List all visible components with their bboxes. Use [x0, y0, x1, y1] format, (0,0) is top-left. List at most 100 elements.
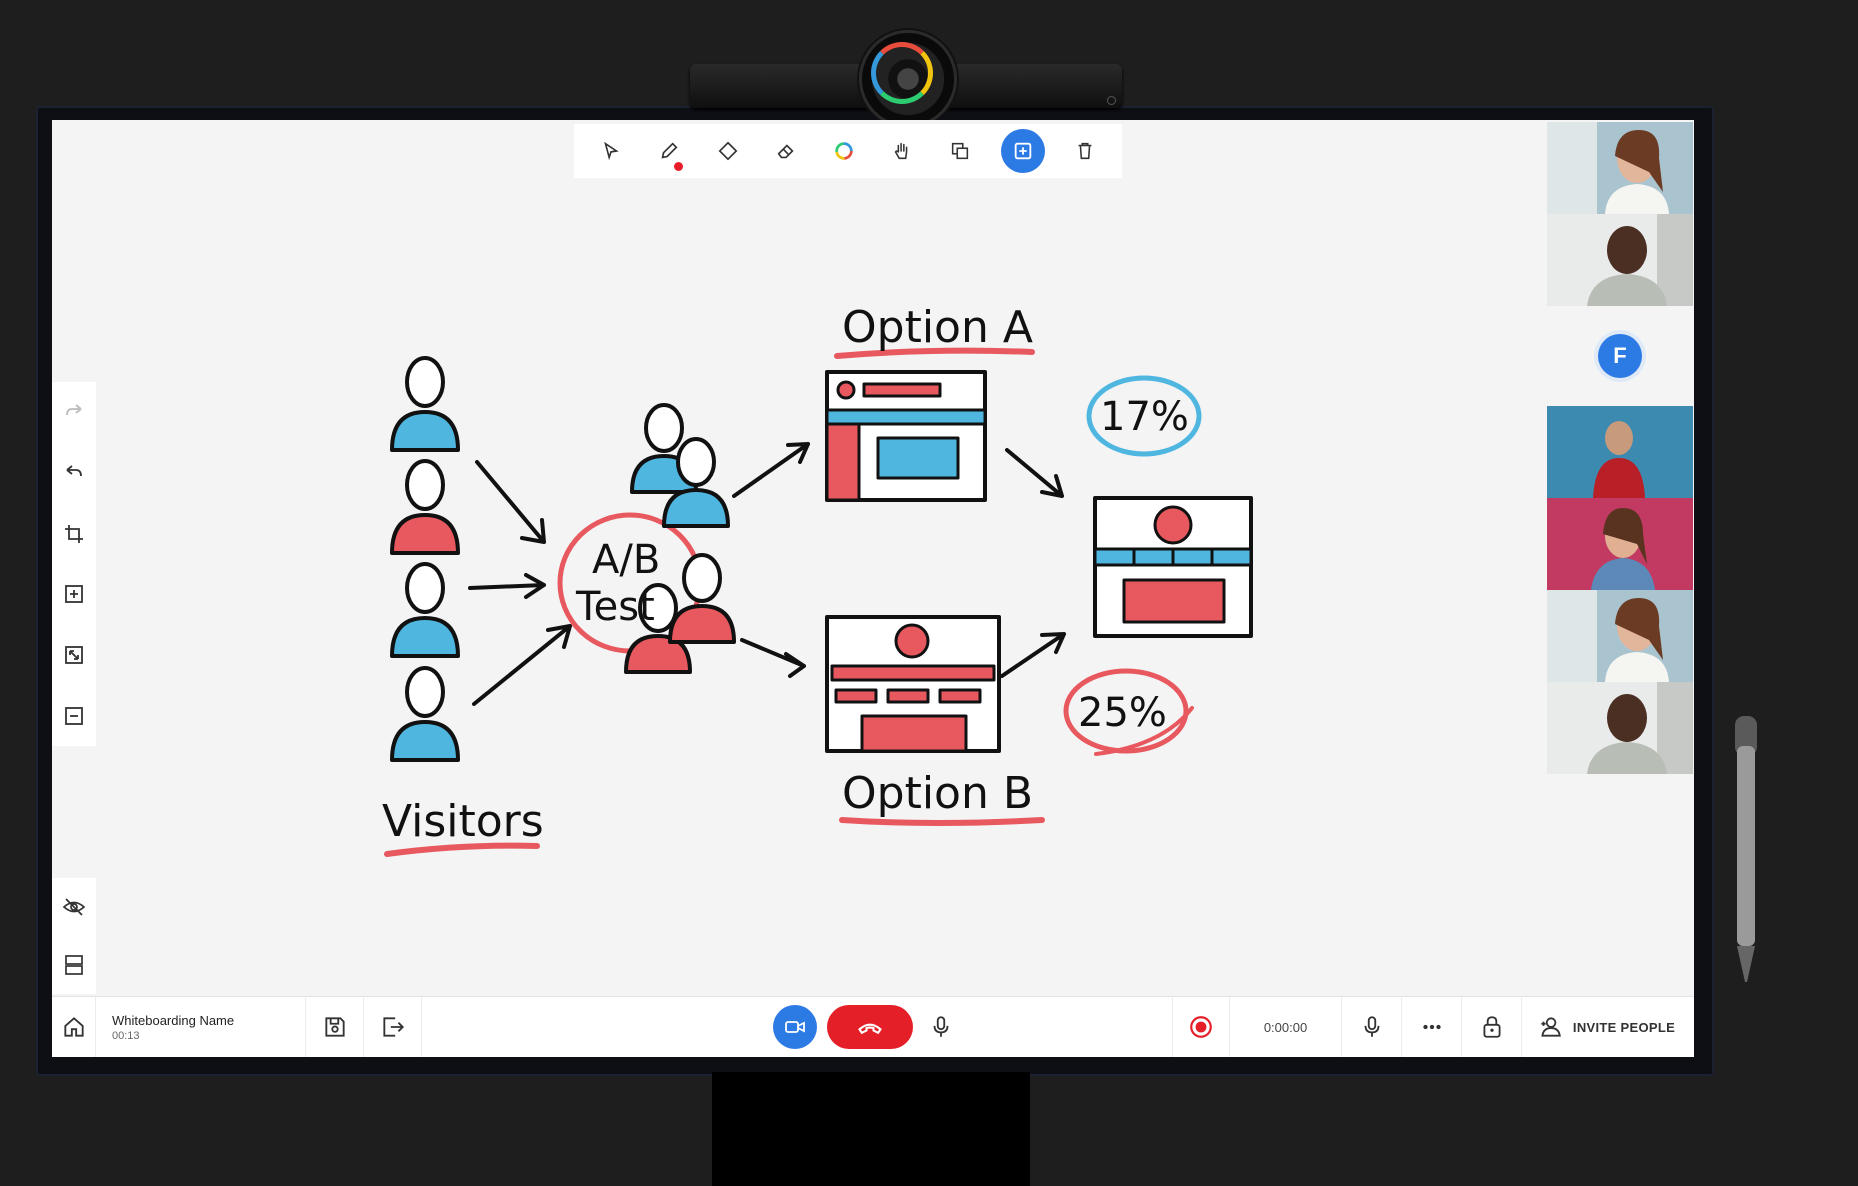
call-controls: [773, 1005, 1053, 1049]
save-button[interactable]: [306, 997, 364, 1057]
left-toolbar-bottom: [52, 878, 96, 994]
microphone-button[interactable]: [1342, 997, 1402, 1057]
home-icon: [63, 1017, 84, 1037]
minus-square-icon: [65, 706, 83, 725]
eraser-tool[interactable]: [768, 133, 804, 169]
lock-button[interactable]: [1462, 997, 1522, 1057]
redo-button[interactable]: [59, 397, 89, 427]
whiteboard-canvas[interactable]: Option A Option B A/B Test 17% 25% Visit…: [52, 120, 1694, 1056]
trash-icon: [1078, 142, 1092, 160]
undo-icon: [66, 465, 82, 477]
pan-tool[interactable]: [884, 133, 920, 169]
phone-hangup-icon: [858, 1023, 882, 1035]
hide-button[interactable]: [59, 892, 89, 922]
shape-tool[interactable]: [710, 133, 746, 169]
visitor-group-b: [624, 553, 736, 674]
hand-icon: [894, 142, 908, 160]
exit-icon: [382, 1017, 404, 1037]
visitor-figure-3: [390, 562, 460, 658]
visitor-group-a: [630, 403, 730, 528]
exit-button[interactable]: [364, 997, 422, 1057]
crop-button[interactable]: [59, 519, 89, 549]
record-icon: [1190, 1016, 1212, 1038]
stylus-pen: [1735, 716, 1757, 982]
webcam-indicator: [1107, 96, 1116, 105]
video-camera-icon: [785, 1021, 805, 1033]
option-a-underline: [834, 347, 1035, 359]
visitor-figure-2: [390, 459, 460, 555]
pen-color-dot: [674, 162, 684, 171]
record-button[interactable]: [1172, 997, 1230, 1057]
record-timer-text: 0:00:00: [1263, 1019, 1308, 1035]
bottom-bar: Whiteboarding Name 00:13 0:00:00 INVITE …: [52, 996, 1694, 1057]
fit-screen-button[interactable]: [59, 640, 89, 670]
add-person-icon: [1541, 1017, 1561, 1037]
select-tool[interactable]: [593, 133, 629, 169]
option-b-underline: [839, 817, 1045, 826]
left-toolbar: [52, 382, 96, 746]
pct-a-label: 17%: [1100, 394, 1189, 440]
record-timer: 0:00:00: [1230, 997, 1342, 1057]
participant-woman-pink-photo: [1547, 498, 1693, 590]
invite-people-label: INVITE PEOPLE: [1572, 1019, 1676, 1035]
save-icon: [324, 1017, 345, 1037]
participant-video-3[interactable]: [1547, 406, 1693, 498]
mute-mic-button[interactable]: [923, 1009, 959, 1045]
arrow-to-pct-b: [1000, 632, 1066, 678]
arrow-to-ab-3: [472, 624, 572, 706]
layers-tool[interactable]: [942, 133, 978, 169]
video-button[interactable]: [773, 1005, 817, 1049]
participant-video-5[interactable]: [1547, 590, 1693, 682]
hang-up-button[interactable]: [827, 1005, 913, 1049]
option-a-mockup: [825, 370, 987, 502]
participant-video-4[interactable]: [1547, 498, 1693, 590]
color-tool[interactable]: [826, 133, 862, 169]
participant-video-2[interactable]: [1547, 214, 1693, 306]
zoom-out-button[interactable]: [59, 701, 89, 731]
cursor-icon: [604, 141, 619, 161]
participant-woman-photo: [1547, 122, 1693, 214]
home-button[interactable]: [52, 997, 96, 1057]
split-view-icon: [65, 955, 83, 975]
layers-icon: [952, 142, 969, 160]
board-name[interactable]: Whiteboarding Name: [112, 1012, 235, 1028]
ab-label-line2: Test: [575, 584, 655, 630]
color-wheel-icon: [835, 142, 853, 160]
participant-man-red-photo: [1547, 406, 1693, 498]
microphone-icon: [1364, 1016, 1379, 1037]
visitor-figure-1: [390, 356, 460, 452]
participants-panel: F: [1547, 122, 1693, 774]
pct-a-circle: [1086, 375, 1202, 457]
pen-tool[interactable]: [651, 133, 687, 171]
add-frame-tool[interactable]: [1000, 129, 1045, 173]
ab-label-line1: A/B: [592, 537, 660, 583]
visitor-figure-4: [390, 666, 460, 762]
option-b-mockup: [825, 615, 1001, 753]
split-view-button[interactable]: [59, 950, 89, 980]
option-b-label: Option B: [842, 768, 1033, 819]
invite-people-button[interactable]: INVITE PEOPLE: [1522, 997, 1690, 1057]
arrow-to-option-b: [740, 638, 806, 678]
participant-man-photo: [1547, 214, 1693, 306]
eye-off-icon: [62, 898, 86, 916]
crop-icon: [65, 524, 83, 543]
board-title-block: Whiteboarding Name 00:13: [96, 997, 306, 1057]
option-a-label: Option A: [842, 302, 1033, 353]
visitors-label: Visitors: [382, 796, 544, 847]
participant-video-6[interactable]: [1547, 682, 1693, 774]
undo-button[interactable]: [59, 458, 89, 488]
participant-avatar-row: F: [1547, 306, 1693, 406]
participant-avatar[interactable]: F: [1598, 334, 1642, 378]
delete-tool[interactable]: [1067, 133, 1103, 169]
more-options-button[interactable]: [1402, 997, 1462, 1057]
arrow-to-pct-a: [1005, 448, 1064, 498]
arrow-to-option-a: [732, 442, 810, 498]
participant-video-1[interactable]: [1547, 122, 1693, 214]
whiteboard-screen[interactable]: Option A Option B A/B Test 17% 25% Visit…: [52, 120, 1694, 1056]
participant-man-photo-2: [1547, 682, 1693, 774]
zoom-in-button[interactable]: [59, 579, 89, 609]
participant-woman-photo-2: [1547, 590, 1693, 682]
add-frame-icon: [1014, 142, 1031, 160]
more-dots-icon: [1422, 1024, 1441, 1030]
fit-screen-icon: [65, 646, 83, 664]
